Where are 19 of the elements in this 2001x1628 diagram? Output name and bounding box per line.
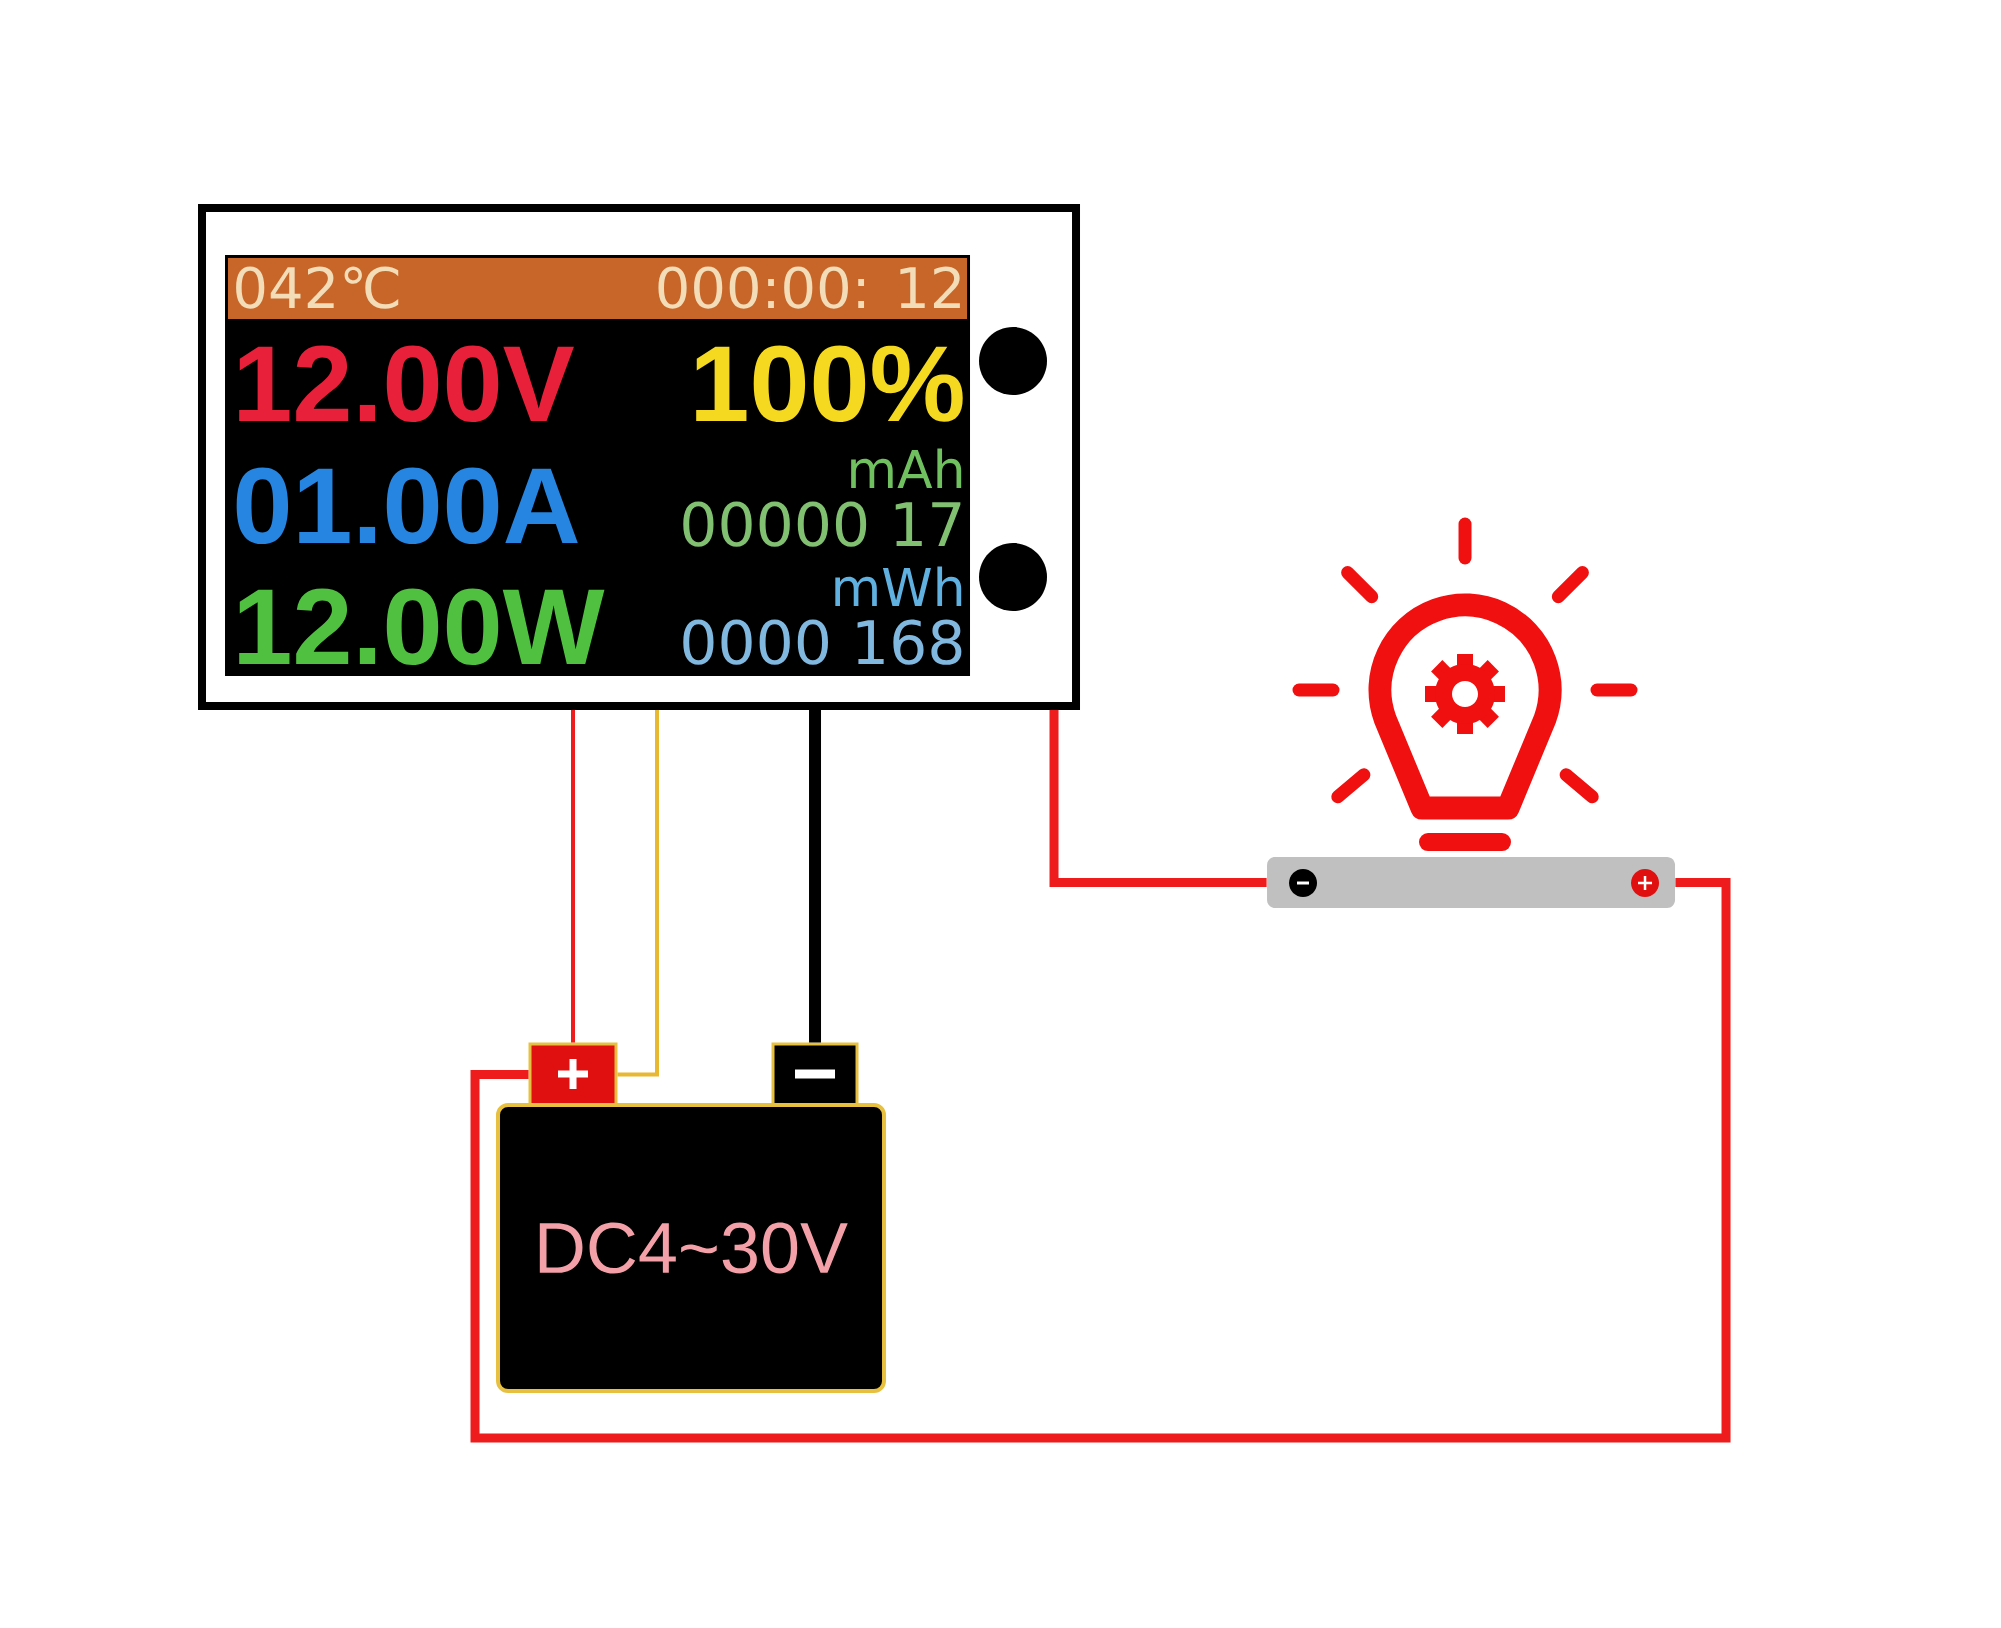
display-reading: mWh xyxy=(835,566,962,606)
lamp-drawing xyxy=(1292,517,1638,851)
display-reading: 01.00A xyxy=(236,467,578,545)
display-reading: 12.00V xyxy=(239,345,574,423)
button xyxy=(979,543,1047,611)
display-reading: 00000 17 xyxy=(683,501,961,547)
display-reading: 042℃ xyxy=(236,266,399,309)
wire xyxy=(617,710,659,1077)
wire xyxy=(1049,710,1267,887)
display-reading: 000:00: 12 xyxy=(658,266,960,309)
button xyxy=(979,327,1047,395)
display-reading: mAh xyxy=(851,448,962,488)
wire xyxy=(571,710,575,1043)
display-reading: 0000 168 xyxy=(683,619,962,665)
display-reading: 12.00W xyxy=(239,588,605,666)
wire xyxy=(809,710,821,1043)
display-reading: 100% xyxy=(696,345,963,423)
wire xyxy=(470,878,1731,1443)
battery: DC4~30V xyxy=(496,1103,886,1393)
